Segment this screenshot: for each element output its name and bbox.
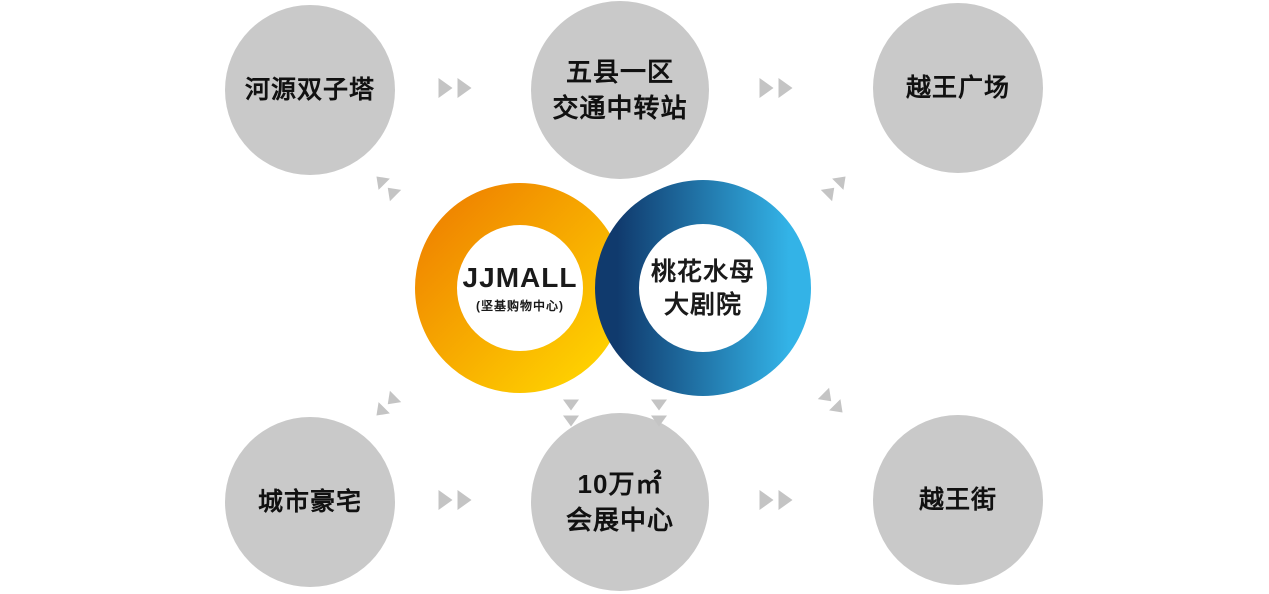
node-label: 城市豪宅: [257, 487, 362, 516]
double-chevron-icon: [370, 170, 402, 202]
double-chevron-icon: [438, 78, 472, 98]
node-label-line1: 10万㎡: [577, 468, 663, 499]
double-chevron-icon: [651, 399, 667, 427]
double-chevron-icon: [759, 490, 793, 510]
node-top-left: 河源双子塔: [225, 5, 395, 175]
theater-title-line2: 大剧院: [663, 290, 742, 319]
node-top-right: 越王广场: [873, 3, 1043, 173]
node-bottom-center: 10万㎡ 会展中心: [531, 413, 709, 591]
theater-title-line1: 桃花水母: [650, 258, 755, 286]
double-chevron-icon: [370, 390, 402, 422]
node-label-line2: 交通中转站: [552, 93, 688, 123]
double-chevron-icon: [759, 78, 793, 98]
node-label: 越王广场: [905, 73, 1010, 102]
center-rings: [415, 180, 811, 396]
jjmall-subtitle: (坚基购物中心): [476, 299, 564, 314]
double-chevron-icon: [563, 399, 579, 427]
node-top-center: 五县一区 交通中转站: [531, 1, 709, 179]
node-label-line1: 五县一区: [565, 56, 674, 87]
node-label: 河源双子塔: [244, 75, 375, 104]
node-label: 越王街: [918, 485, 997, 514]
center-label-jjmall: JJMALL (坚基购物中心): [435, 262, 605, 314]
center-label-theater: 桃花水母 大剧院: [618, 256, 788, 321]
jjmall-title: JJMALL: [462, 262, 578, 293]
node-label-line2: 会展中心: [565, 505, 674, 535]
node-bottom-left: 城市豪宅: [225, 417, 395, 587]
double-chevron-icon: [438, 490, 472, 510]
blue-ring: [595, 180, 811, 396]
node-bottom-right: 越王街: [873, 415, 1043, 585]
